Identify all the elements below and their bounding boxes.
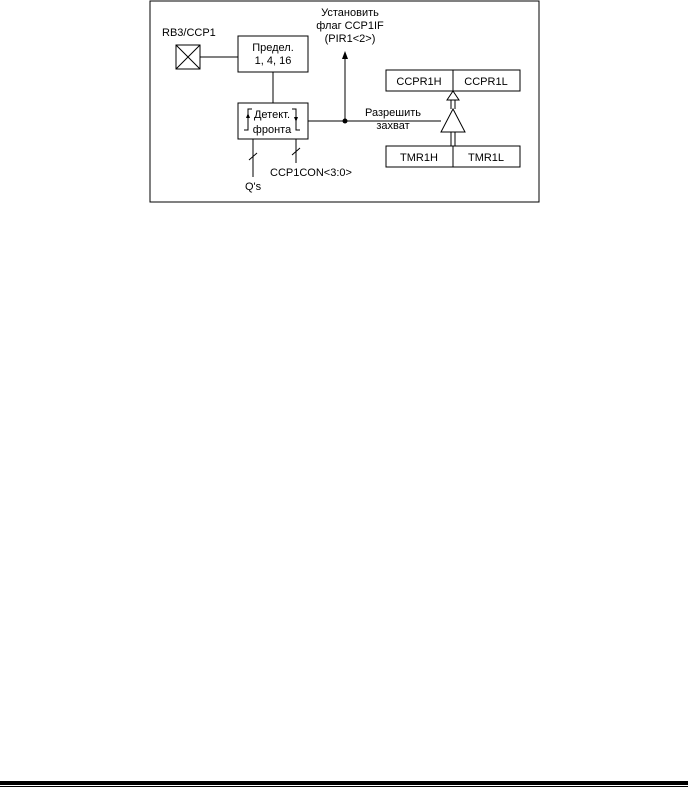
prescaler-label-line2: 1, 4, 16 [255, 55, 292, 67]
tmr1-to-buffer-bus [450, 132, 456, 146]
flag-label-line1: Установить [321, 7, 379, 19]
capture-buffer [440, 107, 466, 133]
capture-enable-label-line1: Разрешить [365, 107, 421, 119]
prescaler-block: Предел. 1, 4, 16 [237, 35, 309, 73]
edge-detect-label-line2: фронта [253, 124, 292, 136]
falling-edge-icon [292, 108, 300, 131]
edge-detect-block: Детект. фронта [237, 102, 309, 140]
capture-enable-label-line2: захват [376, 120, 409, 132]
buffer-to-ccpr1-arrow [446, 90, 460, 109]
qs-label: Q's [245, 181, 262, 193]
ccpr1-register: CCPR1H CCPR1L [385, 69, 521, 92]
tmr1l-label: TMR1L [468, 152, 504, 164]
pin-symbol [175, 44, 201, 70]
prescaler-label-line1: Предел. [252, 42, 294, 54]
qs-input-bus [248, 139, 258, 177]
tmr1-register: TMR1H TMR1L [385, 145, 521, 168]
tmr1h-label: TMR1H [400, 152, 438, 164]
diagram-frame [149, 0, 540, 203]
flag-label-line2: флаг CCP1IF [316, 20, 384, 32]
footer-rule [0, 781, 688, 789]
ccpr1l-label: CCPR1L [464, 76, 507, 88]
footer-rule-thick [0, 781, 688, 785]
ccpr1h-label: CCPR1H [396, 76, 441, 88]
footer-rule-thin [0, 786, 688, 787]
rising-edge-icon [244, 108, 252, 131]
flag-label-line3: (PIR1<2>) [325, 33, 376, 45]
ccp1con-input-bus [291, 139, 301, 163]
pin-label: RB3/CCP1 [162, 27, 216, 39]
ccp1con-label: CCP1CON<3:0> [270, 167, 352, 179]
edge-detect-label-line1: Детект. [254, 109, 290, 121]
